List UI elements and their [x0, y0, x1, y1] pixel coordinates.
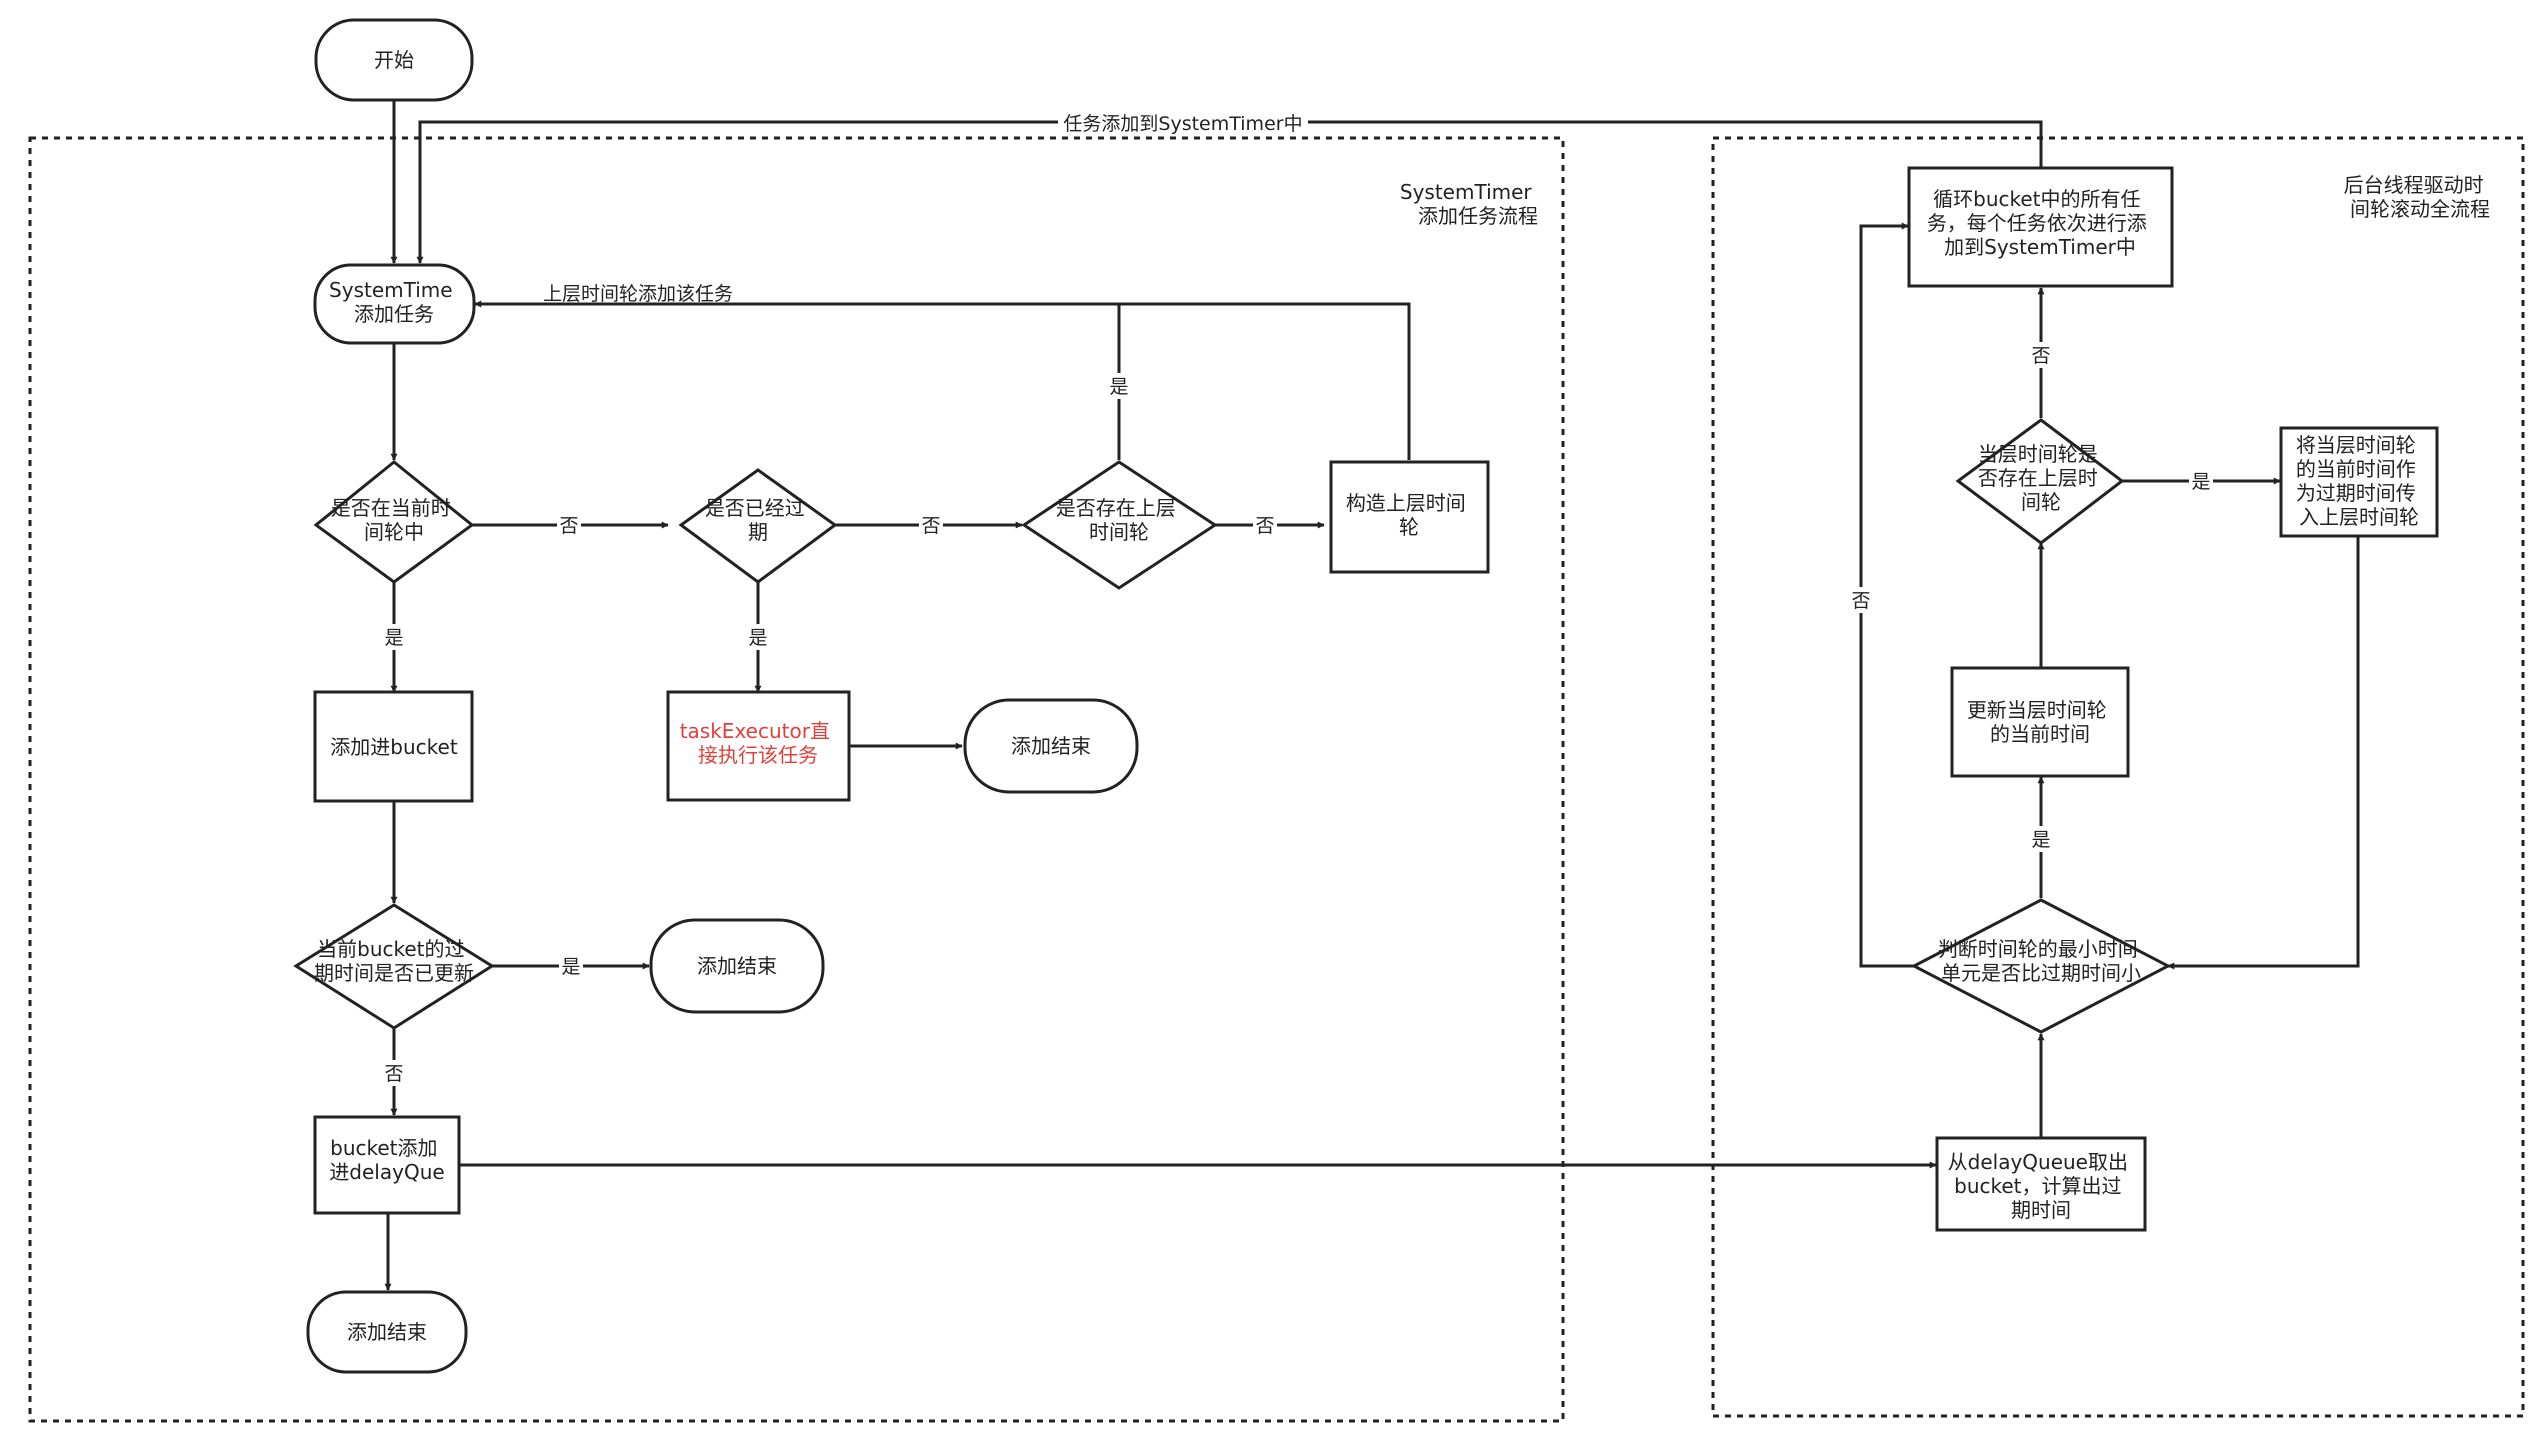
node-bucket-expiry-updated-label: 当前bucket的过 期时间是否已更新 — [314, 937, 474, 985]
node-build-upper-wheel[interactable] — [1329, 460, 1490, 574]
edge-upper-wheel-add — [474, 300, 1411, 460]
node-expired-label: 是否已经过 期 — [705, 496, 811, 544]
node-wheel-has-upper[interactable] — [1955, 418, 2125, 545]
edge-label-yes-wheel-upper: 是 — [2191, 471, 2210, 493]
edge-label-no-wheel-upper: 否 — [2031, 345, 2050, 367]
group-background-label: 后台线程驱动时 间轮滚动全流程 — [2344, 173, 2490, 221]
edge-label-no-updated: 否 — [384, 1063, 403, 1085]
node-bucket-to-queue-label: bucket添加 进delayQue — [329, 1136, 444, 1184]
node-start[interactable] — [314, 18, 474, 102]
edge-label-yes-upper: 是 — [1109, 376, 1128, 398]
node-take-from-queue-label: 从delayQueue取出 bucket，计算出过 期时间 — [1948, 1150, 2135, 1222]
node-bucket-to-queue[interactable] — [313, 1115, 461, 1215]
node-in-current-wheel[interactable] — [313, 460, 475, 584]
node-loop-bucket-tasks-label: 循环bucket中的所有任 务，每个任务依次进行添 加到SystemTimer中 — [1927, 187, 2153, 259]
edge-label-no-1: 否 — [559, 515, 578, 537]
node-take-from-queue[interactable] — [1935, 1136, 2147, 1232]
group-systemtimer-label: SystemTimer 添加任务流程 — [1400, 180, 1538, 228]
edge-label-no-2: 否 — [921, 515, 940, 537]
node-start-label: 开始 — [374, 48, 414, 72]
edge-label-yes-updated: 是 — [561, 956, 580, 978]
node-min-unit-check-label: 判断时间轮的最小时间 单元是否比过期时间小 — [1938, 937, 2144, 985]
edge-label-add-to-systemtimer: 任务添加到SystemTimer中 — [1063, 113, 1302, 135]
node-end-executor-label: 添加结束 — [1011, 734, 1091, 758]
node-add-to-bucket-label: 添加进bucket — [330, 735, 458, 759]
node-add-task-label: SystemTime 添加任务 — [329, 278, 459, 326]
node-bucket-expiry-updated[interactable] — [293, 903, 495, 1030]
edge-label-yes-in-wheel: 是 — [384, 627, 403, 649]
node-pass-time-upper[interactable] — [2279, 426, 2439, 538]
edge-label-yes-min-unit: 是 — [2031, 829, 2050, 851]
node-update-current-time[interactable] — [1950, 666, 2130, 778]
node-in-current-wheel-label: 是否在当前时 间轮中 — [331, 496, 457, 544]
edge-label-upper-wheel-add: 上层时间轮添加该任务 — [543, 283, 733, 305]
node-executor-run[interactable] — [666, 690, 851, 802]
node-add-task[interactable] — [313, 263, 476, 345]
node-end-final-label: 添加结束 — [347, 1320, 427, 1344]
node-update-current-time-label: 更新当层时间轮 的当前时间 — [1967, 698, 2113, 746]
node-has-upper-wheel[interactable] — [1021, 460, 1218, 590]
node-pass-time-upper-label: 将当层时间轮 的当前时间作 为过期时间传 入上层时间轮 — [2296, 433, 2422, 529]
node-has-upper-wheel-label: 是否存在上层 时间轮 — [1056, 496, 1182, 544]
edge-loop-to-systemtimer — [416, 120, 2043, 264]
edge-label-yes-expired: 是 — [748, 627, 767, 649]
edge-label-no-loop: 否 — [1851, 590, 1870, 612]
node-end-executor[interactable] — [963, 698, 1139, 794]
edge-label-no-3: 否 — [1255, 515, 1274, 537]
node-end-updated-label: 添加结束 — [697, 954, 777, 978]
node-expired[interactable] — [678, 468, 838, 584]
node-executor-run-label: taskExecutor直 接执行该任务 — [680, 719, 837, 767]
node-loop-bucket-tasks[interactable] — [1907, 166, 2174, 288]
node-min-unit-check[interactable] — [1910, 898, 2172, 1034]
node-end-updated[interactable] — [649, 918, 825, 1014]
edge-pass-time-to-check — [2167, 537, 2360, 970]
node-build-upper-wheel-label: 构造上层时间 轮 — [1346, 491, 1472, 539]
group-systemtimer-add — [28, 136, 1565, 1423]
node-wheel-has-upper-label: 当层时间轮是 否存在上层时 间轮 — [1978, 442, 2104, 514]
node-end-final[interactable] — [306, 1290, 468, 1374]
node-add-to-bucket[interactable] — [313, 690, 474, 803]
